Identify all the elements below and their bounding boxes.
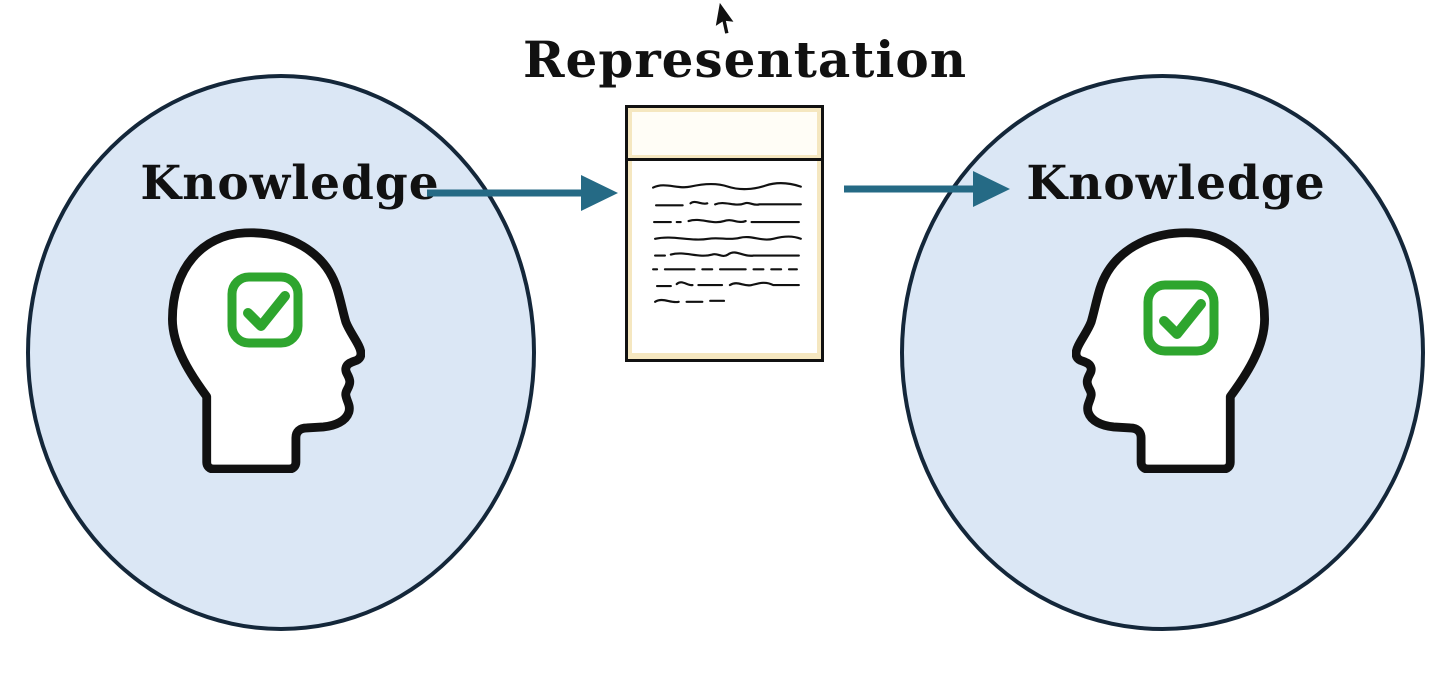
- head-profile-icon: [168, 228, 365, 473]
- document-divider: [628, 158, 821, 161]
- handwriting-lines: [652, 182, 802, 304]
- arrow-left-to-document: [427, 175, 618, 211]
- representation-title: Representation: [523, 30, 968, 89]
- checkmark-box-icon: [227, 272, 303, 348]
- mouse-pointer-icon: [713, 0, 738, 36]
- document-icon: [625, 105, 824, 362]
- left-knowledge-label: Knowledge: [140, 156, 440, 211]
- right-knowledge-label: Knowledge: [1026, 156, 1326, 211]
- checkmark-box-icon: [1143, 280, 1219, 356]
- arrow-document-to-right: [844, 171, 1010, 207]
- document-header: [632, 112, 817, 155]
- document-body: [632, 161, 817, 353]
